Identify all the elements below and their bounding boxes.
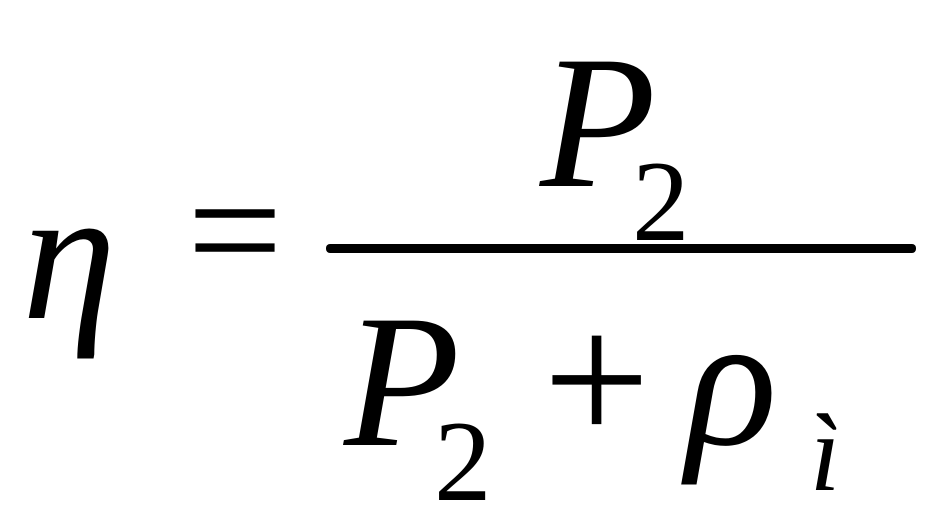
rho-symbol: ρ	[686, 276, 778, 486]
equals-sign: =	[187, 136, 283, 324]
denominator-p-subscript: 2	[434, 398, 492, 525]
eta-symbol: η	[22, 150, 117, 360]
numerator-p-symbol: P	[540, 18, 657, 228]
numerator-subscript: 2	[632, 138, 690, 265]
denominator-p-symbol: P	[344, 277, 461, 487]
rho-subscript: ì	[810, 392, 841, 514]
plus-sign: +	[543, 275, 651, 485]
fraction-bar	[326, 244, 916, 253]
